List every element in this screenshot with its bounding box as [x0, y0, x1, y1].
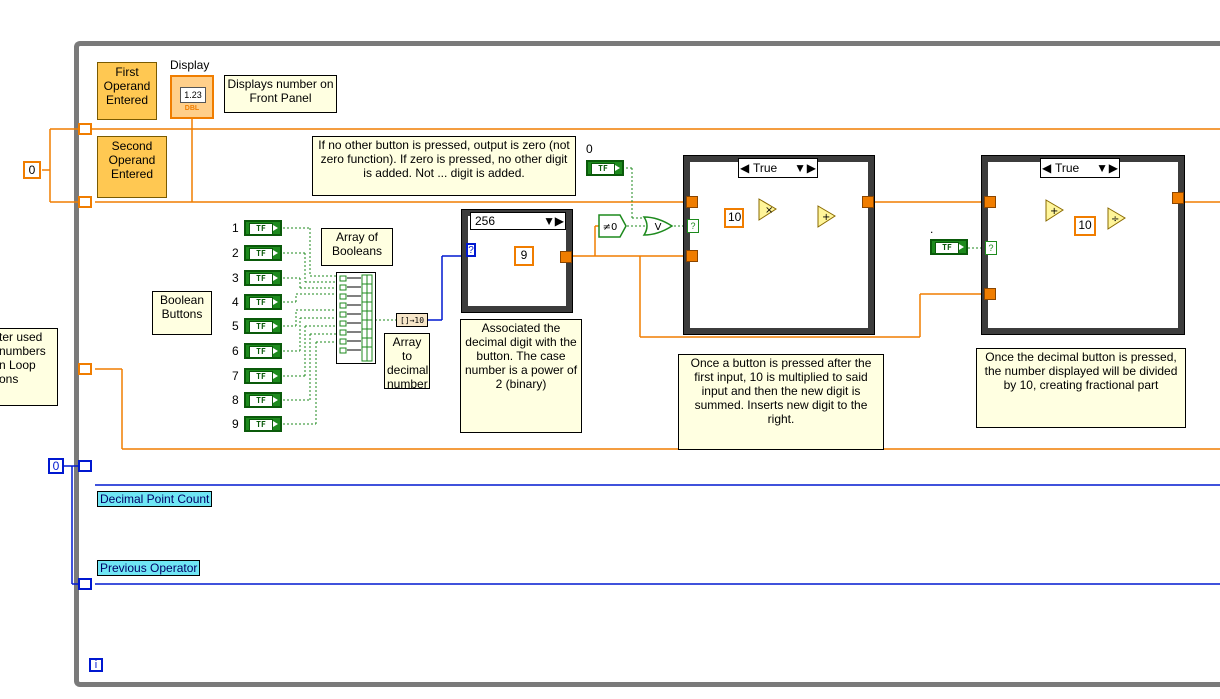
shift-register-left-blue-2	[78, 578, 92, 590]
second-operand-label: Second Operand Entered	[97, 136, 167, 198]
svg-text:[]→10: []→10	[400, 316, 424, 325]
button-terminal-9[interactable]: TF	[244, 416, 282, 432]
logic-nodes[interactable]: ≠0 V	[598, 214, 678, 240]
zero-button-terminal[interactable]: TF	[586, 160, 624, 176]
case-selector-value: True	[1055, 161, 1080, 175]
no-button-note: If no other button is pressed, output is…	[312, 136, 576, 196]
case-1-input-tunnel-2	[686, 250, 698, 262]
button-terminal-2[interactable]: TF	[244, 245, 282, 261]
case-selector-value: True	[753, 161, 778, 175]
case-2-input-tunnel-2	[984, 288, 996, 300]
build-array-node[interactable]	[336, 272, 376, 364]
button-terminal-5[interactable]: TF	[244, 318, 282, 334]
digit-label-5: 5	[232, 319, 239, 333]
shift-register-left-3	[78, 363, 92, 375]
button-terminal-1[interactable]: TF	[244, 220, 282, 236]
digit-label-6: 6	[232, 344, 239, 358]
case-selector-terminal: ?	[687, 219, 699, 233]
case-selector-true-1[interactable]: ◀ True ▼▶	[738, 158, 818, 178]
digit-label-4: 4	[232, 295, 239, 309]
svg-text:×: ×	[765, 205, 773, 216]
button-terminal-7[interactable]: TF	[244, 368, 282, 384]
display-value: 1.23	[180, 87, 206, 103]
digit-label-8: 8	[232, 393, 239, 407]
display-indicator[interactable]: 1.23 DBL	[170, 75, 214, 119]
boolean-buttons-note: Boolean Buttons	[152, 291, 212, 335]
tf-text: TF	[249, 395, 273, 407]
button-terminal-4[interactable]: TF	[244, 294, 282, 310]
tf-text: TF	[249, 371, 273, 383]
case-2-note: Once the decimal button is pressed, the …	[976, 348, 1186, 428]
nine-constant[interactable]: 9	[514, 246, 534, 266]
tf-text: TF	[249, 223, 273, 235]
digit-label-9: 9	[232, 417, 239, 431]
case-2-input-tunnel-1	[984, 196, 996, 208]
case-1-input-tunnel-1	[686, 196, 698, 208]
case-structure-true-2[interactable]	[981, 155, 1185, 335]
arith-nodes-1[interactable]: × +	[758, 198, 838, 232]
button-terminal-8[interactable]: TF	[244, 392, 282, 408]
first-operand-label: First Operand Entered	[97, 62, 157, 120]
svg-text:V: V	[655, 222, 662, 233]
case-selector-terminal: ?	[985, 241, 997, 255]
digit-label-3: 3	[232, 271, 239, 285]
case-selector-value: 256	[475, 214, 496, 228]
svg-text:+: +	[1050, 206, 1058, 217]
iteration-terminal: i	[89, 658, 103, 672]
case-1-output-tunnel	[862, 196, 874, 208]
zero-label: 0	[586, 142, 593, 156]
ten-constant-1[interactable]: 10	[724, 208, 744, 228]
tf-text: TF	[249, 346, 273, 358]
tf-text: TF	[249, 297, 273, 309]
tf-text: TF	[935, 242, 959, 254]
tf-text: TF	[249, 419, 273, 431]
array-to-number-node[interactable]: []→10	[396, 313, 428, 327]
tf-text: TF	[249, 273, 273, 285]
case-2-output-tunnel	[1172, 192, 1184, 204]
shift-register-left-blue-1	[78, 460, 92, 472]
button-terminal-6[interactable]: TF	[244, 343, 282, 359]
display-type: DBL	[184, 105, 200, 112]
button-terminal-3[interactable]: TF	[244, 270, 282, 286]
dot-label: .	[930, 222, 934, 236]
while-loop-border	[74, 41, 1220, 687]
case-selector-256[interactable]: 256 ▼▶	[470, 212, 566, 230]
array-booleans-note: Array of Booleans	[321, 228, 393, 266]
svg-text:÷: ÷	[1111, 214, 1119, 225]
left-cut-note: ter used numbers n Loop ons	[0, 328, 58, 406]
array-decimal-note: Array to decimal number	[384, 333, 430, 389]
previous-operator-label: Previous Operator	[97, 560, 201, 576]
svg-text:≠0: ≠0	[603, 222, 618, 233]
shift-register-left-1	[78, 123, 92, 135]
tf-text: TF	[249, 248, 273, 260]
digit-label-1: 1	[232, 221, 239, 235]
zero-constant-blue[interactable]: 0	[48, 458, 64, 474]
display-label: Display	[170, 58, 210, 72]
ten-constant-2[interactable]: 10	[1074, 216, 1096, 236]
digit-label-7: 7	[232, 369, 239, 383]
associated-note: Associated the decimal digit with the bu…	[460, 319, 582, 433]
case-selector-terminal: ?	[466, 243, 476, 257]
tf-text: TF	[591, 163, 615, 175]
case-selector-true-2[interactable]: ◀ True ▼▶	[1040, 158, 1120, 178]
decimal-point-count-label: Decimal Point Count	[97, 491, 213, 507]
dot-button-terminal[interactable]: TF	[930, 239, 968, 255]
svg-text:+: +	[822, 212, 830, 223]
display-note: Displays number on Front Panel	[224, 75, 337, 113]
digit-label-2: 2	[232, 246, 239, 260]
tf-text: TF	[249, 321, 273, 333]
shift-register-left-2	[78, 196, 92, 208]
zero-constant[interactable]: 0	[23, 161, 41, 179]
case-1-note: Once a button is pressed after the first…	[678, 354, 884, 450]
arith-nodes-2[interactable]: + ÷	[1044, 198, 1134, 234]
case-structure-true-1[interactable]	[683, 155, 875, 335]
case-256-output-tunnel	[560, 251, 572, 263]
